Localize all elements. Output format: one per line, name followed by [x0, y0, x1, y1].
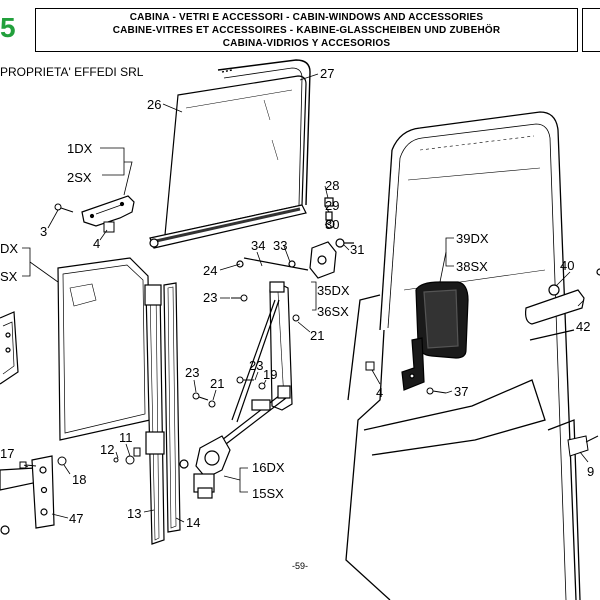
title-line-1: CABINA - VETRI E ACCESSORI - CABIN-WINDO…	[129, 12, 484, 23]
callout-9: 9	[587, 464, 594, 479]
callout-39dx: 39DX	[456, 231, 489, 246]
hinge-nut	[57, 456, 67, 466]
door-glass	[164, 75, 307, 236]
callout-12: 12	[100, 442, 114, 457]
glass-frame-channel	[217, 59, 311, 206]
callout-38sx: 38SX	[456, 259, 488, 274]
callout-34: 34	[251, 238, 265, 253]
callout-26: 26	[147, 97, 161, 112]
interior-handle	[81, 195, 135, 227]
callout-36sx: 36SX	[317, 304, 349, 319]
callout-19: 19	[263, 367, 277, 382]
callout-21-right: 21	[310, 328, 324, 343]
mirror-screw	[426, 387, 447, 395]
cab-door-body	[345, 111, 581, 600]
regulator-motor	[179, 435, 231, 499]
callout-13: 13	[127, 506, 141, 521]
leader-lines	[22, 73, 589, 523]
callout-11: 11	[119, 430, 133, 445]
ownership-watermark: PROPRIETA' EFFEDI SRL	[0, 65, 144, 79]
callout-35dx: 35DX	[317, 283, 350, 298]
door-hinge	[0, 455, 55, 535]
callout-4-handle: 4	[93, 236, 100, 251]
callout-31: 31	[350, 242, 364, 257]
mirror-gasket	[365, 361, 375, 371]
callout-37: 37	[454, 384, 468, 399]
callout-sx: SX	[0, 269, 18, 284]
handle-screw	[54, 203, 74, 213]
exterior-handle	[525, 268, 600, 325]
callout-16dx: 16DX	[252, 460, 285, 475]
glass-guide-rail-front	[163, 282, 181, 533]
callout-18: 18	[72, 472, 86, 487]
callout-17: 17	[0, 446, 14, 461]
door-lock-mechanism	[309, 197, 354, 279]
callout-numbers: 1DX 2SX 3 4 DX SX 26 27 28 29 30 31 34 3…	[0, 66, 594, 530]
callout-15sx: 15SX	[252, 486, 284, 501]
callout-dx: DX	[0, 241, 18, 256]
callout-3: 3	[40, 224, 47, 239]
callout-47: 47	[69, 511, 83, 526]
glass-guide-rail-rear	[144, 284, 165, 545]
callout-24: 24	[203, 263, 217, 278]
handle-clip	[103, 221, 115, 233]
callout-42: 42	[576, 319, 590, 334]
callout-1dx: 1DX	[67, 141, 93, 156]
title-line-3: CABINA-VIDRIOS Y ACCESORIOS	[222, 38, 391, 49]
callout-28: 28	[325, 178, 339, 193]
window-regulator	[221, 281, 293, 445]
callout-2sx: 2SX	[67, 170, 92, 185]
callout-21-left: 21	[210, 376, 224, 391]
callout-23-top: 23	[203, 290, 217, 305]
hinge-screw	[19, 461, 37, 469]
callout-14: 14	[186, 515, 200, 530]
door-pocket-part	[0, 311, 19, 385]
callout-23-right: 23	[249, 358, 263, 373]
lock-rod	[236, 257, 309, 271]
callout-23-left: 23	[185, 365, 199, 380]
callout-30: 30	[325, 217, 339, 232]
lock-cylinder	[567, 435, 599, 457]
glass-lower-channel	[149, 204, 307, 249]
regulator-screws	[113, 294, 300, 465]
title-line-2: CABINE-VITRES ET ACCESSOIRES - KABINE-GL…	[112, 25, 501, 36]
title-box: CABINA - VETRI E ACCESSORI - CABIN-WINDO…	[35, 8, 578, 52]
callout-4-door: 4	[376, 385, 383, 400]
door-trim-panel	[57, 257, 151, 441]
side-box	[582, 8, 600, 52]
callout-29: 29	[325, 198, 339, 213]
section-number: 5	[0, 12, 16, 43]
callout-40: 40	[560, 258, 574, 273]
rearview-mirror	[401, 281, 469, 391]
callout-27: 27	[320, 66, 334, 81]
callout-33: 33	[273, 238, 287, 253]
page-number: -59-	[291, 561, 308, 571]
